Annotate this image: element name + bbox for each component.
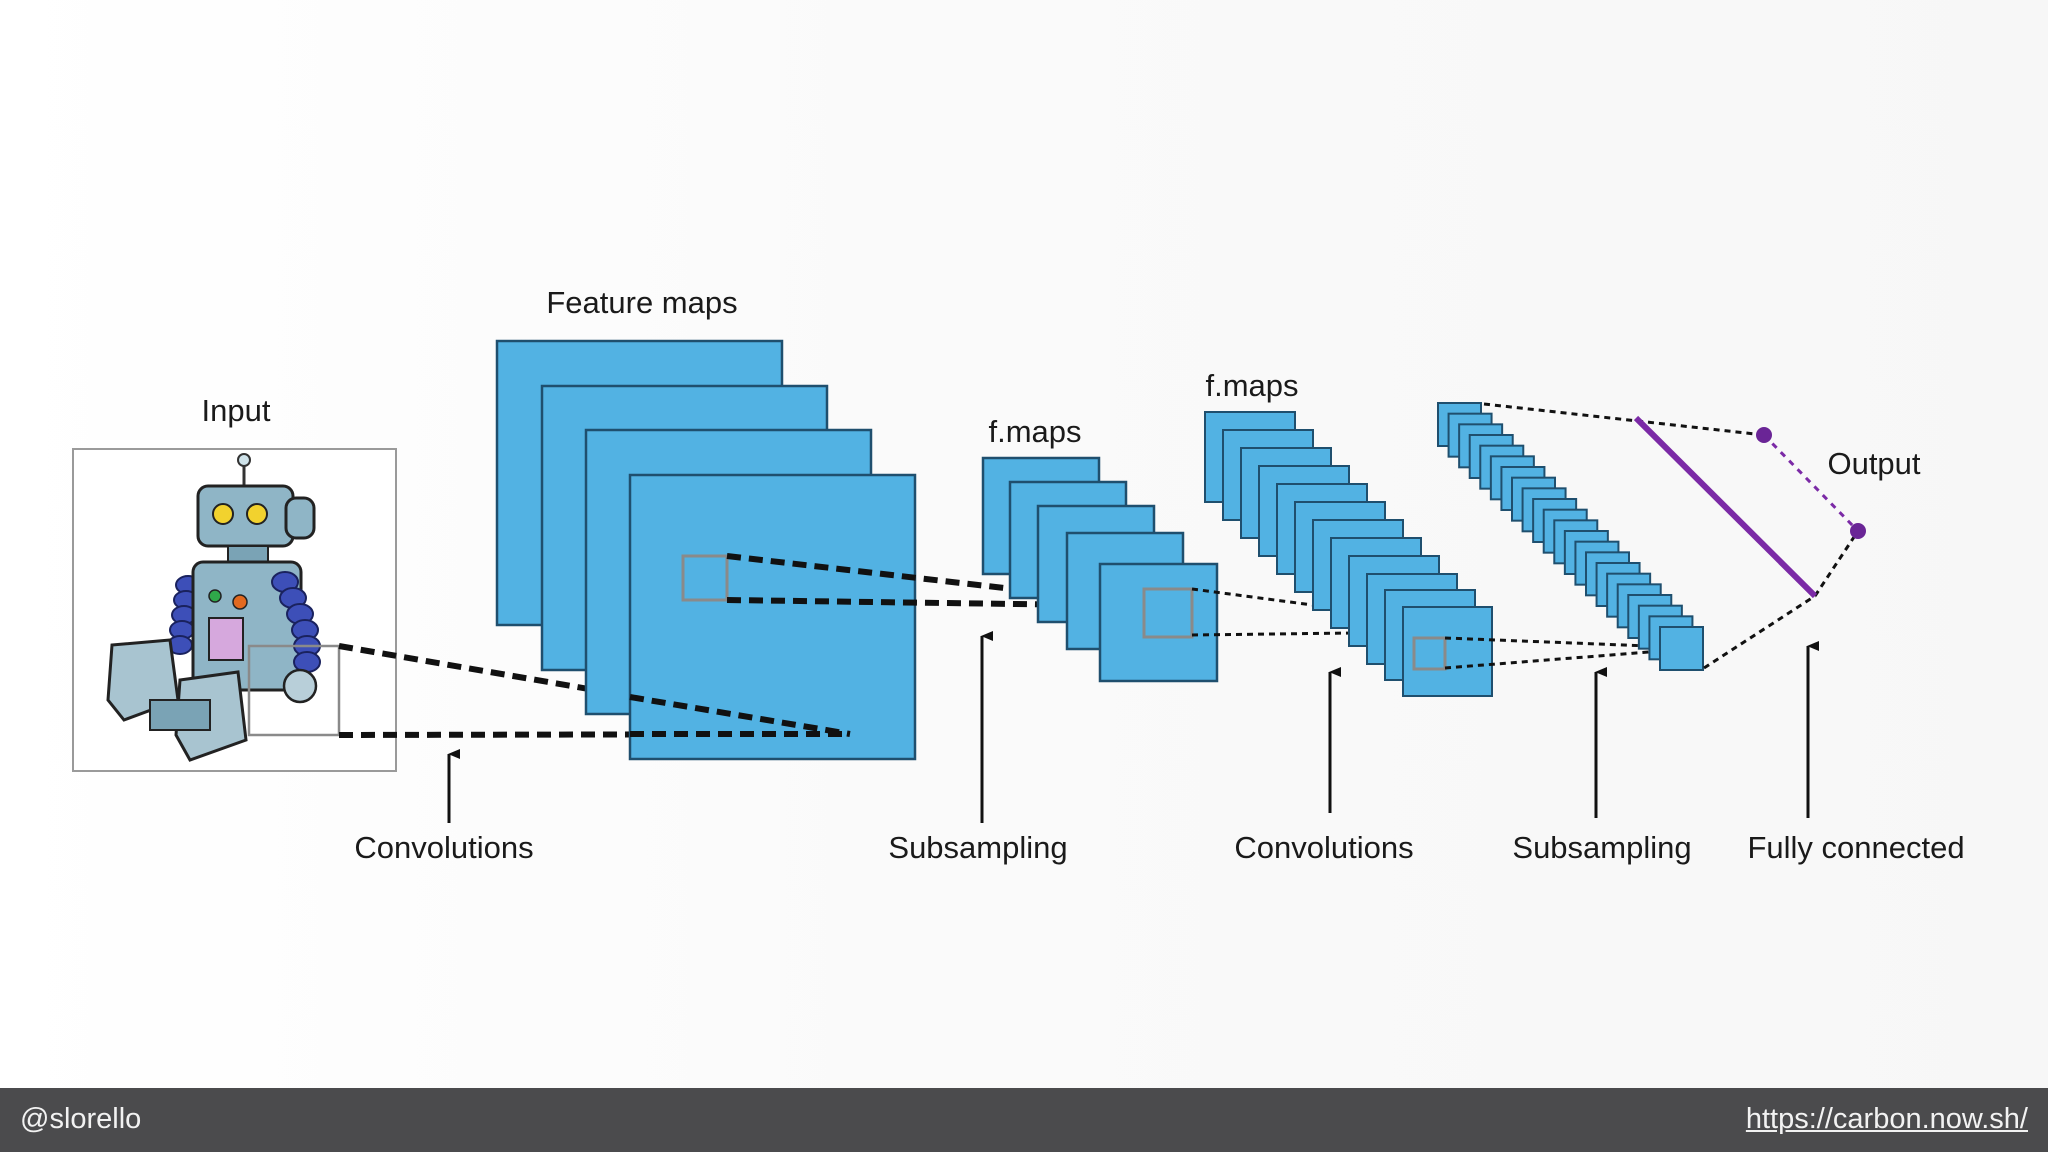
feature-map	[1098, 562, 1219, 683]
feature-map-receptive-window	[681, 554, 729, 602]
stage-label-subsampling-2: Subsampling	[1512, 830, 1691, 865]
diagram-canvas: Input Feature maps	[0, 0, 2048, 1088]
input-label: Input	[202, 393, 271, 428]
input-receptive-window	[247, 644, 341, 737]
layer2-receptive-window	[1142, 587, 1194, 639]
feature-map	[628, 473, 917, 761]
footer-bar: @slorello https://carbon.now.sh/	[0, 1088, 2048, 1152]
input-image	[72, 448, 397, 772]
fmaps-label-1: f.maps	[988, 414, 1081, 449]
stage-label-convolutions-2: Convolutions	[1234, 830, 1413, 865]
fully-connected-line	[1633, 415, 1818, 599]
stage-arrows	[447, 631, 1819, 823]
layer3-receptive-window	[1412, 636, 1447, 671]
output-node	[1850, 523, 1866, 539]
output-label: Output	[1827, 446, 1920, 481]
feature-maps-layer-4	[1437, 402, 1704, 671]
stage-label-convolutions-1: Convolutions	[354, 830, 533, 865]
feature-map	[1659, 626, 1704, 671]
stage-label-fully-connected: Fully connected	[1747, 830, 1964, 865]
feature-maps-label: Feature maps	[546, 285, 737, 320]
feature-maps-layer-1	[495, 339, 917, 761]
output-node	[1756, 427, 1772, 443]
cnn-architecture-diagram: Input Feature maps	[72, 285, 1965, 865]
robot-illustration	[106, 453, 321, 762]
fully-connected-layer	[1483, 402, 1866, 670]
author-handle: @slorello	[20, 1103, 142, 1135]
stage-label-subsampling-1: Subsampling	[888, 830, 1067, 865]
carbon-link[interactable]: https://carbon.now.sh/	[1745, 1103, 2028, 1135]
fmaps-label-2: f.maps	[1205, 368, 1298, 403]
feature-maps-layer-3	[1204, 411, 1493, 697]
feature-map	[1402, 606, 1493, 697]
feature-maps-layer-2	[981, 456, 1219, 683]
